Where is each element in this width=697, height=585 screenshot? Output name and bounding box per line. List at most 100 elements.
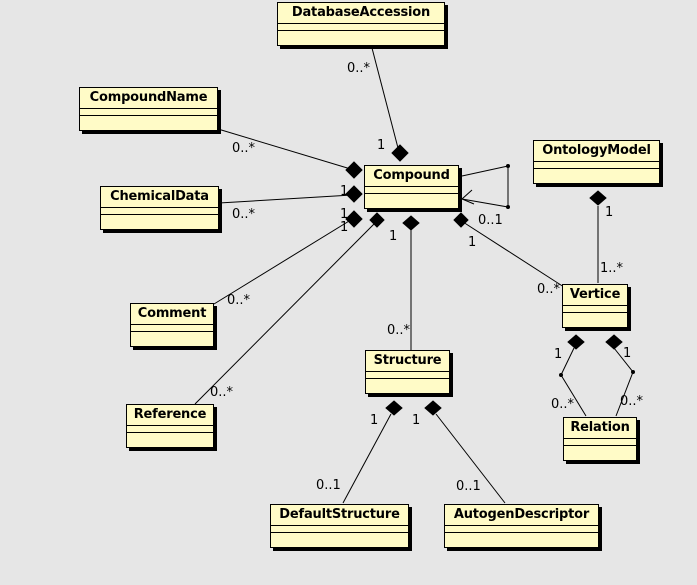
composition-diamond — [345, 185, 363, 203]
composition-diamond — [391, 144, 409, 162]
attributes-compartment — [127, 426, 213, 433]
class-name: AutogenDescriptor — [445, 505, 598, 526]
class-structure[interactable]: Structure — [365, 350, 450, 394]
class-reference[interactable]: Reference — [126, 404, 214, 448]
link-vertex — [506, 164, 510, 168]
operations-compartment — [365, 194, 458, 199]
attributes-compartment — [563, 306, 627, 313]
multiplicity-label: 1 — [377, 138, 386, 153]
multiplicity-label: 0..* — [227, 293, 251, 308]
multiplicity-label: 1 — [623, 346, 632, 361]
class-relation[interactable]: Relation — [563, 417, 637, 461]
multiplicity-label: 0..1 — [478, 213, 503, 228]
multiplicity-label: 1..* — [600, 261, 624, 276]
class-vertice[interactable]: Vertice — [562, 284, 628, 328]
link-vertex — [559, 373, 563, 377]
multiplicity-label: 1 — [468, 235, 477, 250]
multiplicity-label: 1 — [412, 413, 421, 428]
attributes-compartment — [271, 526, 408, 533]
assoc-databaseaccession-compound — [371, 47, 399, 149]
operations-compartment — [101, 215, 218, 220]
operations-compartment — [366, 379, 449, 384]
attributes-compartment — [534, 162, 659, 169]
composition-diamond — [345, 161, 363, 179]
multiplicity-label: 1 — [554, 347, 563, 362]
multiplicity-label: 0..* — [537, 282, 561, 297]
multiplicity-label: 1 — [605, 205, 614, 220]
assoc-compoundname-compound — [217, 128, 355, 171]
class-autogen-descriptor[interactable]: AutogenDescriptor — [444, 504, 599, 548]
assoc-comment-compound — [213, 217, 355, 305]
multiplicity-label: 1 — [389, 229, 398, 244]
composition-diamond — [345, 210, 363, 228]
assoc-reference-compound — [194, 222, 376, 405]
composition-diamond — [453, 212, 469, 228]
composition-diamond — [605, 334, 623, 350]
operations-compartment — [271, 533, 408, 538]
composition-diamond — [589, 190, 607, 206]
multiplicity-label: 0..* — [620, 394, 644, 409]
composition-diamond — [424, 400, 442, 416]
class-name: Comment — [131, 304, 213, 325]
multiplicity-label: 0..1 — [316, 478, 341, 493]
class-name: Structure — [366, 351, 449, 372]
attributes-compartment — [131, 325, 213, 332]
class-name: Compound — [365, 166, 458, 187]
multiplicity-label: 1 — [370, 413, 379, 428]
class-comment[interactable]: Comment — [130, 303, 214, 347]
class-name: Relation — [564, 418, 636, 439]
multiplicity-label: 0..* — [232, 141, 256, 156]
composition-diamond — [402, 215, 420, 231]
operations-compartment — [131, 332, 213, 337]
class-database-accession[interactable]: DatabaseAccession — [277, 2, 445, 46]
class-compound[interactable]: Compound — [364, 165, 459, 209]
operations-compartment — [278, 31, 444, 36]
attributes-compartment — [101, 208, 218, 215]
operations-compartment — [534, 169, 659, 174]
assoc-chemicaldata-compound — [218, 194, 353, 204]
self-assoc-arrowhead — [461, 189, 475, 205]
multiplicity-label: 1 — [340, 207, 349, 222]
multiplicity-label: 1 — [340, 220, 349, 235]
multiplicity-label: 0..* — [232, 207, 256, 222]
attributes-compartment — [80, 109, 217, 116]
link-vertex — [631, 370, 635, 374]
multiplicity-label: 0..1 — [456, 479, 481, 494]
class-name: Reference — [127, 405, 213, 426]
assoc-compound-vertice — [462, 221, 565, 288]
class-name: ChemicalData — [101, 187, 218, 208]
composition-diamond — [385, 400, 403, 416]
attributes-compartment — [445, 526, 598, 533]
attributes-compartment — [366, 372, 449, 379]
multiplicity-label: 1 — [340, 184, 349, 199]
link-vertex — [506, 205, 510, 209]
operations-compartment — [127, 433, 213, 438]
class-compound-name[interactable]: CompoundName — [79, 87, 218, 131]
class-chemical-data[interactable]: ChemicalData — [100, 186, 219, 230]
assoc-compound-self — [461, 165, 509, 208]
class-name: Vertice — [563, 285, 627, 306]
multiplicity-label: 0..* — [210, 385, 234, 400]
operations-compartment — [563, 313, 627, 318]
assoc-structure-defaultstructure — [342, 413, 392, 504]
operations-compartment — [80, 116, 217, 121]
composition-diamond — [369, 212, 385, 228]
attributes-compartment — [564, 439, 636, 446]
composition-diamond — [567, 334, 585, 350]
attributes-compartment — [278, 24, 444, 31]
operations-compartment — [564, 446, 636, 451]
class-ontology-model[interactable]: OntologyModel — [533, 140, 660, 184]
class-default-structure[interactable]: DefaultStructure — [270, 504, 409, 548]
class-name: DefaultStructure — [271, 505, 408, 526]
assoc-structure-autogendescriptor — [435, 413, 506, 504]
operations-compartment — [445, 533, 598, 538]
multiplicity-label: 0..* — [551, 397, 575, 412]
multiplicity-label: 0..* — [347, 61, 371, 76]
class-name: DatabaseAccession — [278, 3, 444, 24]
class-name: OntologyModel — [534, 141, 659, 162]
class-name: CompoundName — [80, 88, 217, 109]
attributes-compartment — [365, 187, 458, 194]
multiplicity-label: 0..* — [387, 323, 411, 338]
